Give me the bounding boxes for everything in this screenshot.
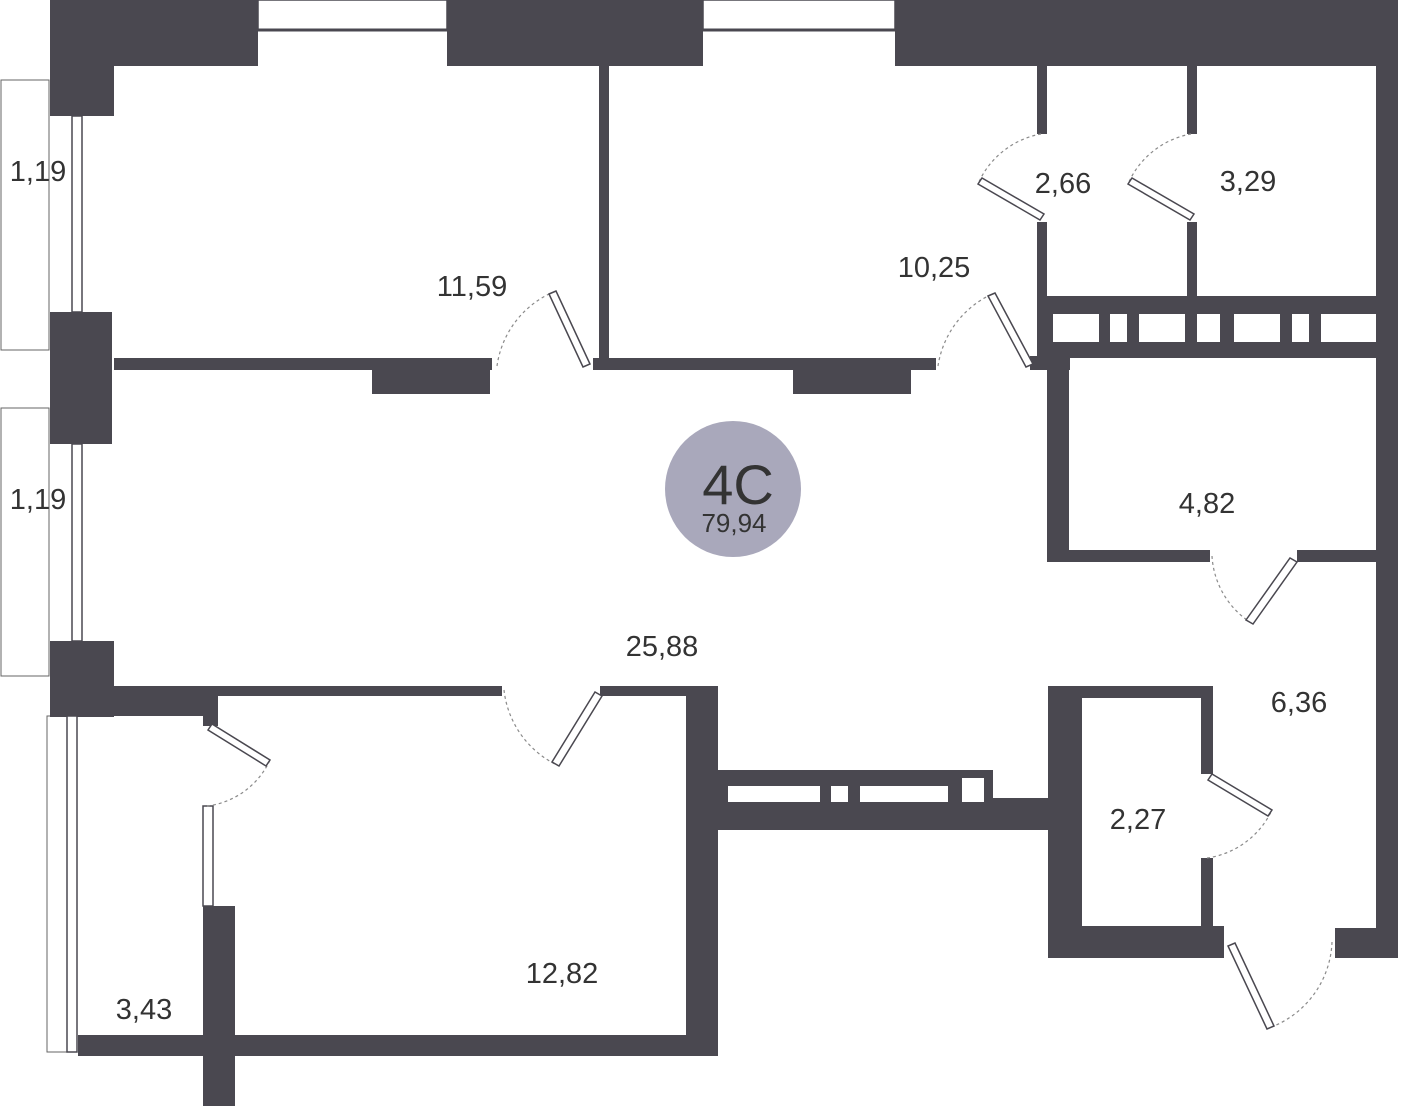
- room-area-hall: 6,36: [1271, 687, 1327, 719]
- window-left-2: [71, 443, 83, 642]
- apartment-badge: 4C 79,94: [665, 421, 801, 557]
- balcony-outlines: [0, 79, 76, 1053]
- doors: [206, 133, 1333, 1030]
- room-area-wc-1: 2,66: [1035, 168, 1091, 200]
- room-area-wc-2: 2,27: [1110, 804, 1166, 836]
- room-area-balcony-3: 3,43: [116, 994, 172, 1026]
- door-entrance[interactable]: [1226, 941, 1333, 1030]
- window-left-1: [71, 115, 83, 313]
- balcony-area-1: 1,19: [10, 156, 66, 188]
- room-area-storage: 4,82: [1179, 488, 1235, 520]
- door-wc-2[interactable]: [1206, 772, 1274, 859]
- room-area-living: 25,88: [626, 631, 699, 663]
- balcony-1-outline: [0, 79, 50, 351]
- door-bedroom-1[interactable]: [496, 290, 592, 368]
- balcony-2-outline: [0, 407, 50, 677]
- window-left-3: [66, 715, 78, 1053]
- door-balcony-3[interactable]: [206, 722, 272, 807]
- window-top-2: [702, 0, 896, 31]
- ventilation-shafts: [728, 314, 1376, 802]
- door-bath-1[interactable]: [1126, 133, 1196, 222]
- apartment-total-area: 79,94: [701, 508, 766, 538]
- apartment-code: 4C: [702, 453, 774, 516]
- door-wc-1[interactable]: [976, 133, 1046, 222]
- door-bedroom-2[interactable]: [937, 292, 1035, 368]
- door-bedroom-3[interactable]: [503, 689, 604, 768]
- apartment-badge-circle: [665, 421, 801, 557]
- room-area-bedroom-1: 11,59: [437, 271, 507, 303]
- walls: [50, 0, 1398, 1106]
- windows: [66, 0, 896, 1053]
- window-inner: [202, 805, 214, 907]
- room-area-bedroom-2: 10,25: [898, 252, 971, 284]
- balcony-area-2: 1,19: [10, 484, 66, 516]
- door-storage[interactable]: [1211, 555, 1299, 625]
- room-labels: 11,59 10,25 2,66 3,29 4,82 25,88 6,36 2,…: [10, 156, 1327, 1026]
- room-area-bath-1: 3,29: [1220, 166, 1276, 198]
- room-area-bedroom-3: 12,82: [526, 958, 599, 990]
- window-top-1: [257, 0, 448, 31]
